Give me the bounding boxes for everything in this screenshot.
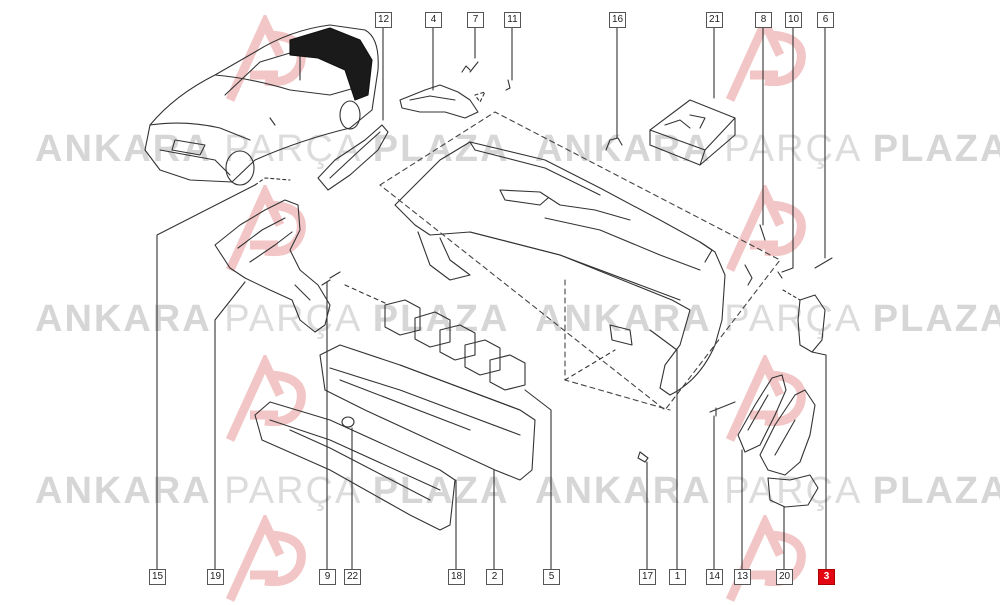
- callout-15[interactable]: 15: [149, 569, 166, 585]
- callout-18[interactable]: 18: [448, 569, 465, 585]
- watermark-row-1-left: ANKARA PARÇA PLAZA: [35, 128, 510, 170]
- bracket-part-12: [317, 124, 389, 191]
- callout-10[interactable]: 10: [785, 12, 802, 28]
- energy-absorber-part-5: [384, 299, 526, 391]
- bumper-group-box: [379, 111, 781, 411]
- callout-3-highlighted[interactable]: 3: [818, 569, 835, 585]
- callout-2[interactable]: 2: [486, 569, 503, 585]
- screw-7: [461, 61, 479, 73]
- callout-5[interactable]: 5: [543, 569, 560, 585]
- lower-absorber-part-18: [254, 401, 456, 531]
- watermark-row-3-left: ANKARA PARÇA PLAZA: [35, 470, 510, 512]
- callout-1[interactable]: 1: [669, 569, 686, 585]
- cover-part-20: [767, 474, 819, 508]
- callout-9[interactable]: 9: [319, 569, 336, 585]
- callout-6[interactable]: 6: [817, 12, 834, 28]
- car-thumbnail-icon: [144, 24, 379, 186]
- callout-19[interactable]: 19: [207, 569, 224, 585]
- screw-10: [777, 271, 783, 279]
- callout-13[interactable]: 13: [734, 569, 751, 585]
- wire-part-16: [605, 137, 623, 151]
- screw-14: [709, 401, 736, 417]
- callout-16[interactable]: 16: [609, 12, 626, 28]
- callout-14[interactable]: 14: [706, 569, 723, 585]
- callout-12[interactable]: 12: [375, 12, 392, 28]
- callout-11[interactable]: 11: [504, 12, 521, 28]
- screw-6: [814, 257, 833, 269]
- rear-bumper-cover: [394, 141, 726, 396]
- callout-22[interactable]: 22: [344, 569, 361, 585]
- car-rear-highlight: [289, 27, 373, 101]
- callout-20[interactable]: 20: [776, 569, 793, 585]
- reinforcement-beam-part-2: [319, 344, 536, 481]
- watermark-row-3-right: ANKARA PARÇA PLAZA: [535, 470, 1000, 512]
- callout-4[interactable]: 4: [425, 12, 442, 28]
- bracket-part-13: [737, 374, 787, 453]
- bracket-part-4: [399, 84, 479, 119]
- watermark-logo-icon: [225, 515, 306, 602]
- clip-part-8: [759, 224, 766, 241]
- bracket-part-19: [214, 199, 331, 333]
- callout-17[interactable]: 17: [639, 569, 656, 585]
- screw-11: [505, 79, 511, 91]
- bracket-part-3: [759, 389, 816, 476]
- hardware-kit-box-part-21: [649, 99, 736, 166]
- watermark-row-2-left: ANKARA PARÇA PLAZA: [35, 298, 510, 340]
- watermark-logo-icon: [725, 185, 806, 272]
- watermark-logo-icon: [725, 355, 806, 442]
- clip-bumper: [744, 264, 753, 286]
- callout-21[interactable]: 21: [706, 12, 723, 28]
- watermark-logo-icon: [225, 185, 306, 272]
- watermark-row-2-right: ANKARA PARÇA PLAZA: [535, 298, 1000, 340]
- callout-8[interactable]: 8: [755, 12, 772, 28]
- callout-7[interactable]: 7: [467, 12, 484, 28]
- watermark-row-1-right: ANKARA PARÇA PLAZA: [535, 128, 1000, 170]
- bracket-part-6: [797, 294, 826, 353]
- clip-part-22: [341, 416, 355, 428]
- screw-17: [637, 451, 649, 463]
